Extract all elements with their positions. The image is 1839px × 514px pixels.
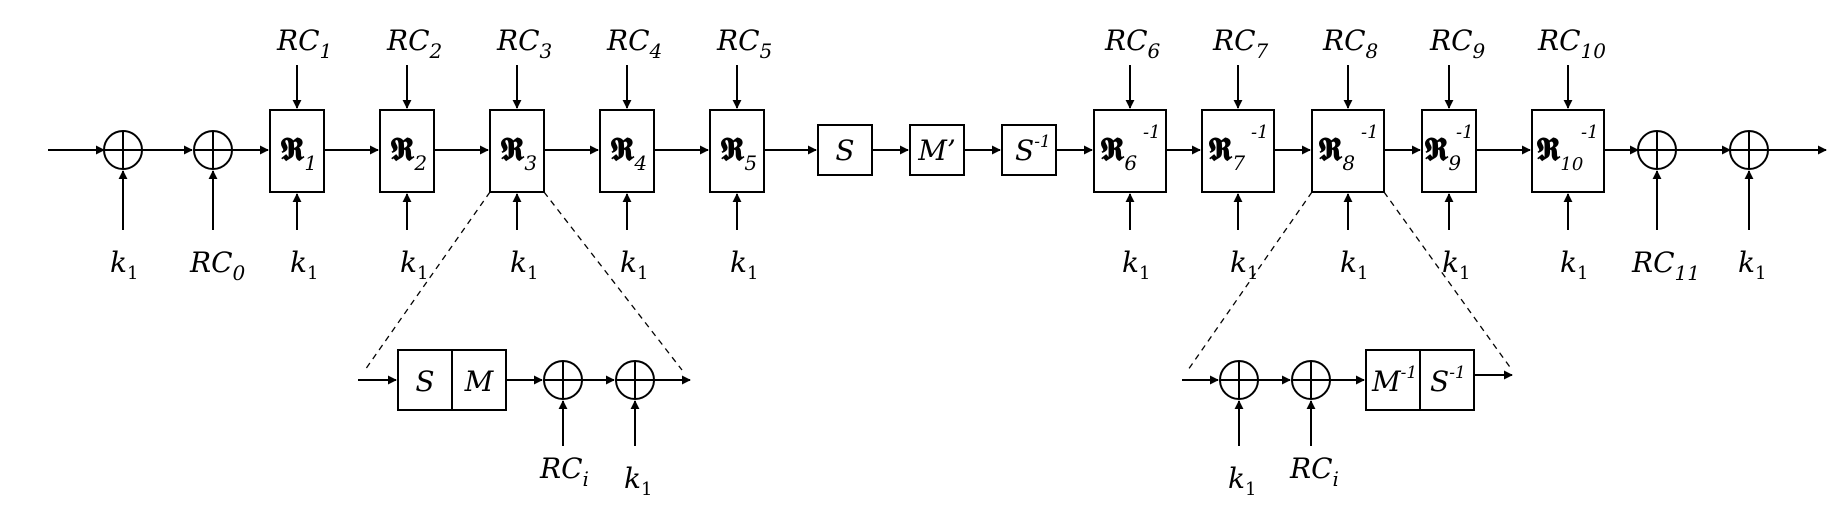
inverse-round-detail: M-1 S-1 k1 RCi [1182,349,1513,500]
key-label: k1 [290,246,318,284]
round-label: 𝕽5 [720,130,757,175]
key-label: k1 [1228,462,1256,500]
svg-text:M’: M’ [917,134,956,167]
detail-s-inverse-label: S-1 [1430,363,1466,398]
svg-text:-1: -1 [1456,122,1474,143]
forward-round-detail: S M RCi k1 [358,349,691,500]
rc-label: RC5 [716,24,772,63]
key-label: k1 [624,462,652,500]
forward-round-2: RC2 𝕽2 k1 [379,24,442,284]
middle-s-box: S [817,124,873,176]
rc-label: RC9 [1429,24,1486,63]
key-label: k1 [1340,246,1368,284]
xor-rc0: RC0 [189,130,246,285]
key-label: k1 [1738,246,1766,284]
rc-label: RC8 [1322,24,1378,63]
inverse-zoom-guides [1187,191,1513,371]
svg-text:-1: -1 [1251,122,1269,143]
svg-text:-1: -1 [1581,122,1599,143]
key-label: k1 [1442,246,1470,284]
inverse-round-10: RC10 𝕽10 -1 k1 [1531,24,1606,284]
svg-text:-1: -1 [1361,122,1379,143]
forward-round-1: RC1 𝕽1 k1 [269,24,332,284]
forward-round-3: RC3 𝕽3 k1 [489,24,552,284]
round-label: 𝕽2 [390,130,427,175]
key-label: k1 [1122,246,1150,284]
round-label: 𝕽6 [1100,130,1137,175]
rc0-label: RC0 [189,246,246,285]
detail-m-label: M [464,365,495,398]
key-label: k1 [1560,246,1588,284]
svg-text:S-1: S-1 [1015,132,1051,167]
forward-round-4: RC4 𝕽4 k1 [599,24,662,284]
round-label: 𝕽1 [280,130,317,175]
key-label: k1 [510,246,538,284]
rc-label: RC7 [1212,24,1269,63]
key-label: k1 [400,246,428,284]
forward-zoom-guides [364,191,683,371]
round-label: 𝕽9 [1424,130,1461,175]
svg-text:-1: -1 [1143,122,1161,143]
middle-m-prime-box: M’ [909,124,965,176]
rci-label: RCi [539,452,589,491]
inverse-round-9: RC9 𝕽9 -1 k1 [1421,24,1486,284]
detail-m-inverse-label: M-1 [1371,363,1417,398]
rci-label: RCi [1289,452,1339,491]
key-label: k1 [110,246,138,284]
round-label: 𝕽3 [500,130,537,175]
inverse-round-8: RC8 𝕽8 -1 k1 [1311,24,1385,284]
detail-s-label: S [415,365,434,398]
svg-text:S: S [835,134,854,167]
key-label: k1 [730,246,758,284]
round-label: 𝕽4 [610,130,647,175]
rc-label: RC4 [606,24,662,63]
xor-rc11: RC11 [1631,130,1700,285]
rc-label: RC6 [1104,24,1161,63]
rc11-label: RC11 [1631,246,1700,285]
inverse-round-7: RC7 𝕽7 -1 k1 [1201,24,1275,284]
inverse-round-6: RC6 𝕽6 -1 k1 [1093,24,1167,284]
rc-label: RC1 [276,24,332,63]
xor-key-final: k1 [1729,130,1769,284]
forward-round-5: RC5 𝕽5 k1 [709,24,772,284]
key-label: k1 [620,246,648,284]
rc-label: RC2 [386,24,442,63]
rc-label: RC10 [1537,24,1606,63]
middle-s-inverse-box: S-1 [1001,124,1057,176]
key-label: k1 [1230,246,1258,284]
round-label: 𝕽10 [1536,130,1583,175]
round-label: 𝕽7 [1208,130,1245,175]
rc-label: RC3 [496,24,552,63]
xor-key-initial: k1 [103,130,143,284]
round-label: 𝕽8 [1318,130,1355,175]
